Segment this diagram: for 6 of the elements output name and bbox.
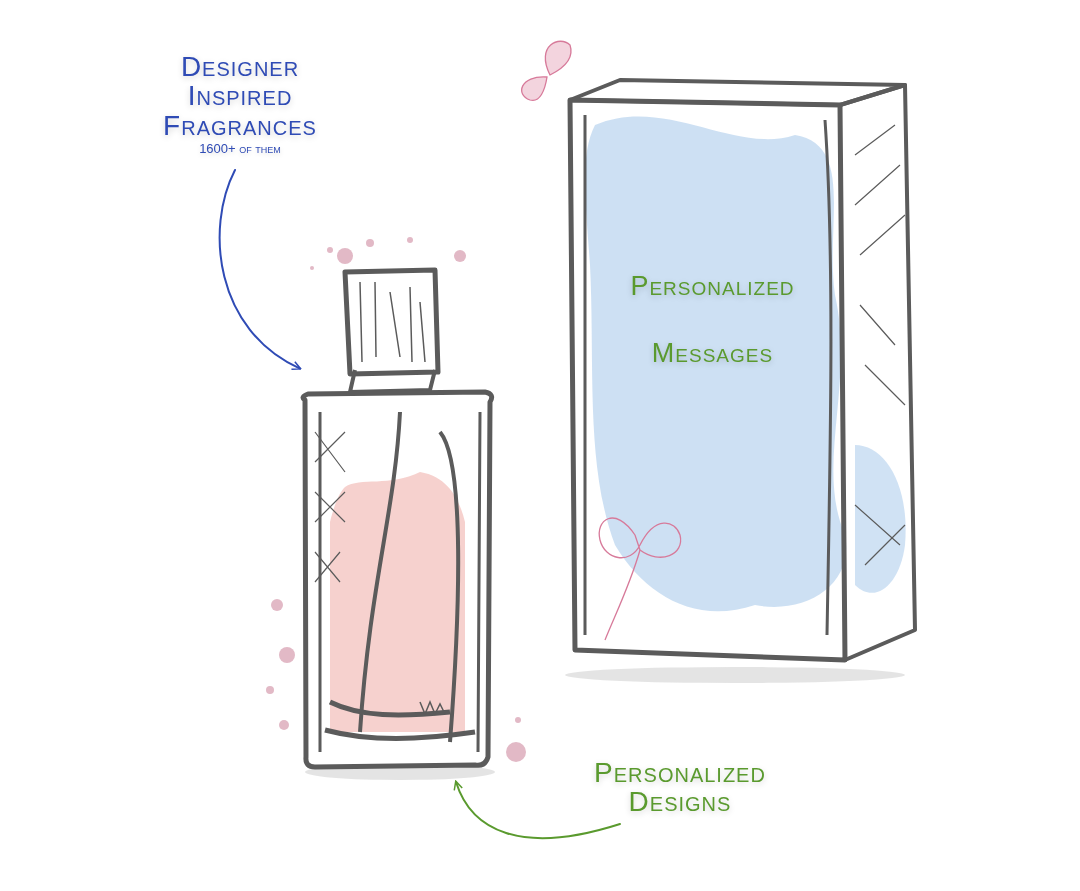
callout-heading: Designer Inspired Fragrances — [162, 52, 318, 141]
curved-arrow — [218, 169, 302, 370]
callout-heading: Personalized Messages — [629, 269, 796, 370]
curved-arrow — [454, 780, 621, 839]
callout-subtext: 1600+ of them — [199, 141, 281, 157]
callout-heading: Personalized Designs — [593, 758, 767, 817]
